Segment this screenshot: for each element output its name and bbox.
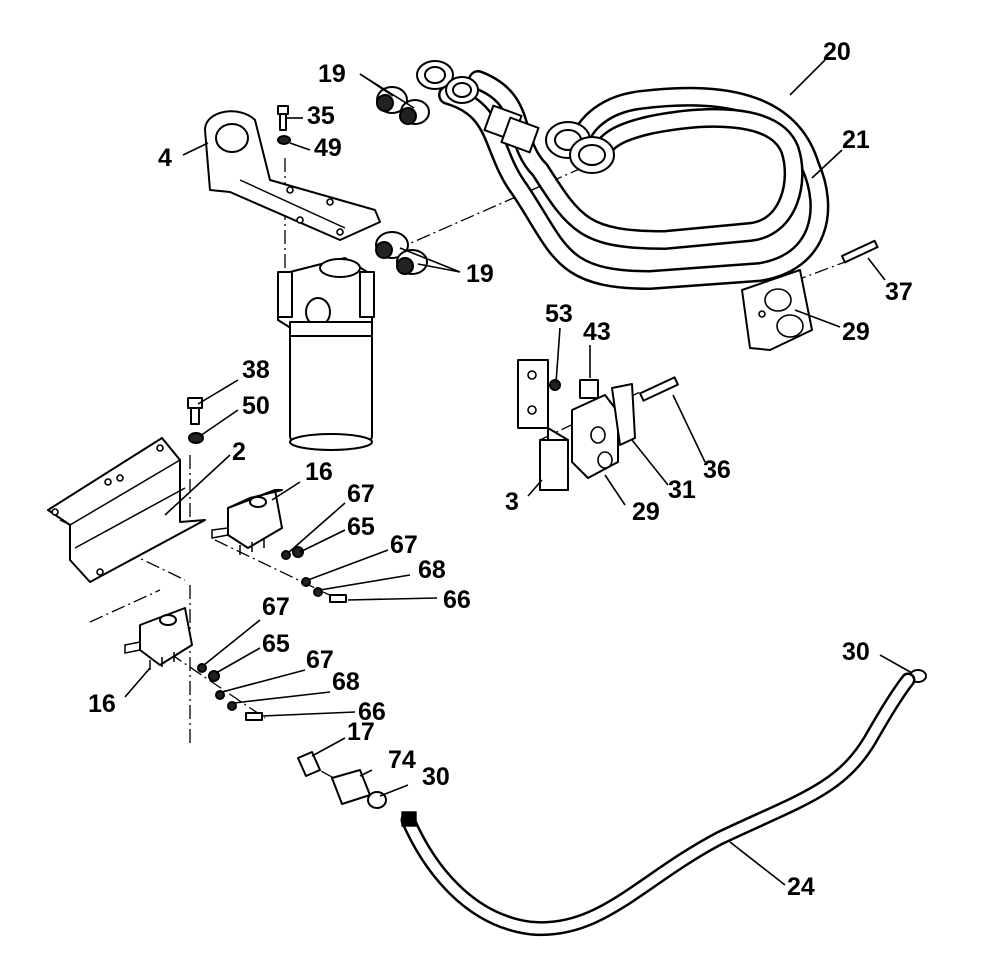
mounting-bracket-4 xyxy=(204,110,381,241)
callout-24: 24 xyxy=(787,873,815,901)
callout-2: 2 xyxy=(232,438,246,466)
callout-67-a: 67 xyxy=(347,480,375,508)
callout-16-lower: 16 xyxy=(88,690,116,718)
clamp-29-and-bolt-37 xyxy=(741,239,879,351)
terminal-hardware-lower xyxy=(197,663,263,721)
filter-housing xyxy=(277,257,375,451)
hose-24 xyxy=(400,672,916,937)
callout-21: 21 xyxy=(842,126,870,154)
callout-20: 20 xyxy=(823,38,851,66)
callout-29-lower: 29 xyxy=(632,498,660,526)
callout-49: 49 xyxy=(314,134,342,162)
callout-66-b: 66 xyxy=(358,698,386,726)
callout-31: 31 xyxy=(668,476,696,504)
callout-3: 3 xyxy=(505,488,519,516)
leader-lines xyxy=(124,59,913,886)
terminal-hardware-upper xyxy=(281,546,347,603)
callout-67-b: 67 xyxy=(390,531,418,559)
callout-65-a: 65 xyxy=(347,513,375,541)
callout-30-lower: 30 xyxy=(422,763,450,791)
callout-68-a: 68 xyxy=(418,556,446,584)
adapter-fittings-19-upper xyxy=(376,86,430,125)
callout-67-c: 67 xyxy=(262,593,290,621)
callout-68-b: 68 xyxy=(332,668,360,696)
callout-74: 74 xyxy=(388,746,416,774)
mounting-bracket-2 xyxy=(47,437,206,583)
callout-65-b: 65 xyxy=(262,630,290,658)
callout-4: 4 xyxy=(158,144,172,172)
callout-66-a: 66 xyxy=(443,586,471,614)
relay-16-lower xyxy=(124,607,193,670)
callout-19-lower: 19 xyxy=(466,260,494,288)
callout-30-upper: 30 xyxy=(842,638,870,666)
bracket-3-and-clamp xyxy=(517,359,679,491)
callout-16-upper: 16 xyxy=(305,458,333,486)
callout-36: 36 xyxy=(703,456,731,484)
relay-16-upper xyxy=(211,489,283,555)
callout-17: 17 xyxy=(347,718,375,746)
callout-67-d: 67 xyxy=(306,646,334,674)
callout-50: 50 xyxy=(242,392,270,420)
hose-assembly-20-21 xyxy=(416,60,830,291)
callout-29-upper: 29 xyxy=(842,318,870,346)
adapter-fittings-19-lower xyxy=(375,231,428,275)
callout-38: 38 xyxy=(242,356,270,384)
callout-37: 37 xyxy=(885,278,913,306)
bolt-38-washer-50 xyxy=(187,397,204,444)
callout-43: 43 xyxy=(583,318,611,346)
callout-35: 35 xyxy=(307,102,335,130)
callout-19-upper: 19 xyxy=(318,60,346,88)
bolt-35-washer-49 xyxy=(277,105,291,145)
callout-53: 53 xyxy=(545,300,573,328)
callout-labels: 19 20 35 4 49 21 19 37 29 53 43 38 50 2 … xyxy=(88,38,913,901)
